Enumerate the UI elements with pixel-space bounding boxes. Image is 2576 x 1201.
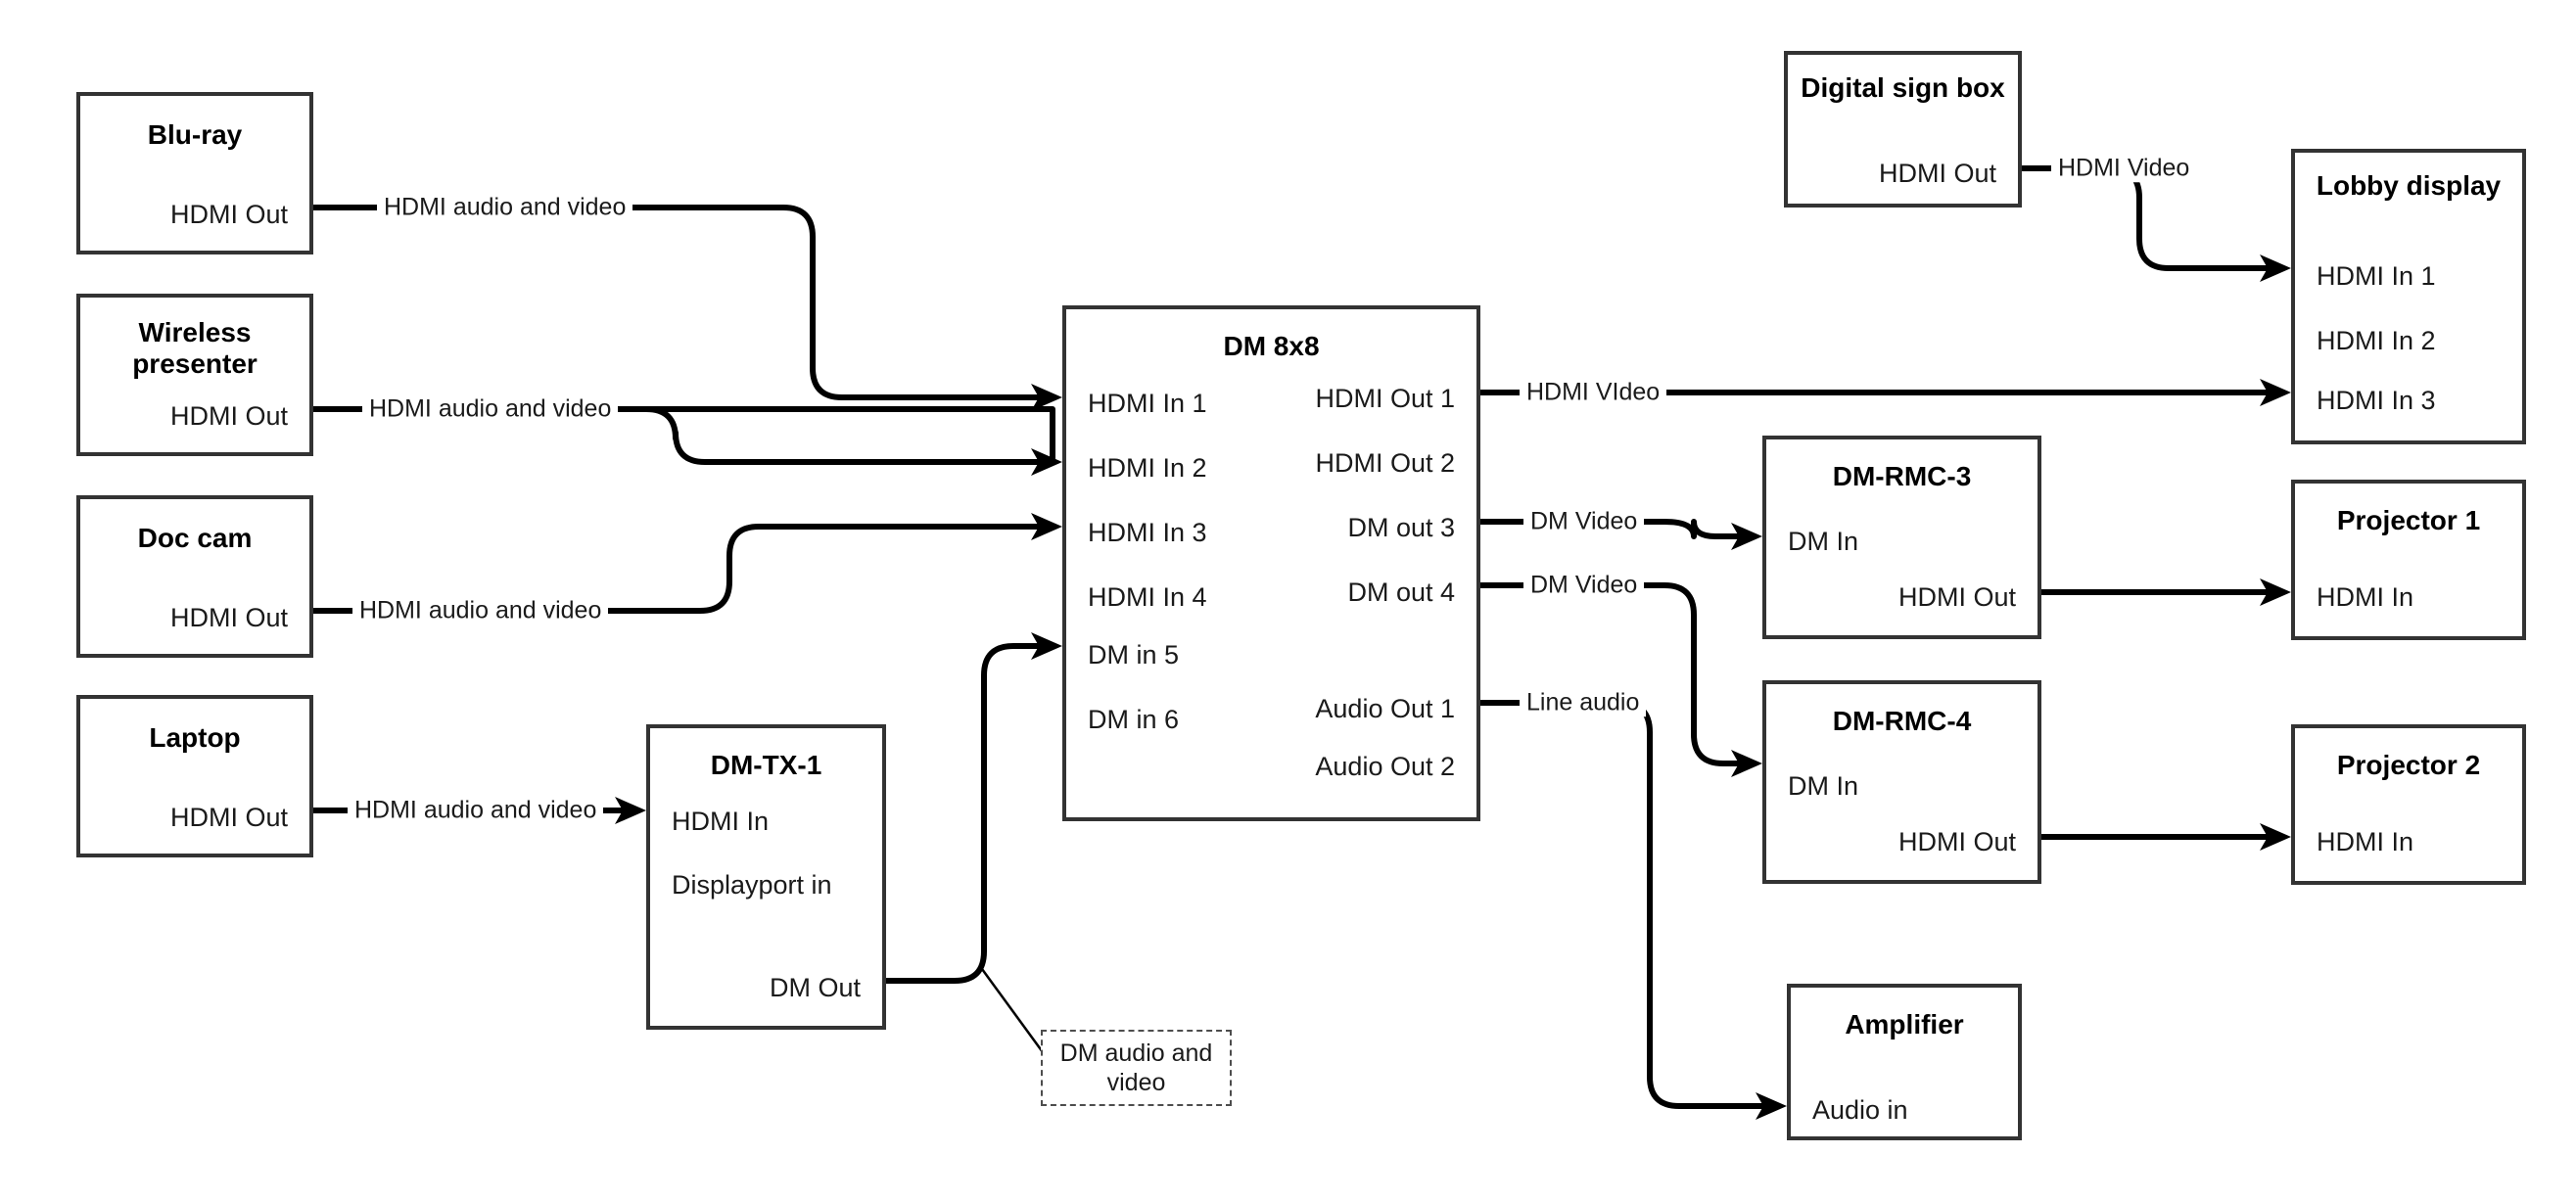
node-bluray[interactable]: Blu-ray HDMI Out [76, 92, 313, 254]
port-laptop-hdmi-out: HDMI Out [169, 803, 288, 832]
node-amplifier[interactable]: Amplifier Audio in [1787, 984, 2022, 1140]
node-dm-rmc-4-title: DM-RMC-4 [1832, 706, 1972, 736]
node-dm-tx-1-title: DM-TX-1 [710, 750, 822, 780]
arrowhead-proj2-hdmi-in [2260, 823, 2291, 851]
wire-audio-out-1-to-amp [1480, 700, 1777, 1109]
node-projector-2[interactable]: Projector 2 HDMI In [2291, 724, 2526, 885]
arrowhead-hdmi-in-3 [1031, 513, 1062, 540]
node-amplifier-title: Amplifier [1845, 1009, 1964, 1039]
port-doccam-hdmi-out: HDMI Out [169, 603, 288, 632]
port-dmtx1-hdmi-in: HDMI In [672, 807, 770, 836]
node-doc-cam[interactable]: Doc cam HDMI Out [76, 495, 313, 658]
node-laptop-title: Laptop [149, 722, 241, 753]
node-dm-8x8-title: DM 8x8 [1223, 331, 1320, 361]
arrowhead-hdmi-in-2 [1031, 448, 1062, 476]
port-lobby-hdmi-in-1: HDMI In 1 [2317, 261, 2436, 291]
arrowhead-dmtx1-hdmi-in [615, 797, 646, 824]
port-dmtx1-dm-out: DM Out [769, 973, 861, 1002]
port-wireless-hdmi-out: HDMI Out [169, 401, 288, 431]
wire-signbox-to-lobby-in-1 [2022, 165, 2281, 271]
edge-label-hdmi-out-1: HDMI VIdeo [1520, 379, 1667, 406]
port-dm8x8-hdmi-in-2: HDMI In 2 [1088, 453, 1207, 483]
port-dm8x8-audio-out-2: Audio Out 2 [1315, 752, 1455, 781]
port-proj2-hdmi-in: HDMI In [2317, 827, 2414, 856]
port-signbox-hdmi-out: HDMI Out [1878, 159, 1996, 188]
wire-dmtx1-to-dm-in-5 [886, 643, 1053, 984]
port-dm8x8-hdmi-out-1: HDMI Out 1 [1315, 384, 1455, 413]
node-digital-sign-box[interactable]: Digital sign box HDMI Out [1784, 51, 2022, 208]
node-lobby-display[interactable]: Lobby display HDMI In 1 HDMI In 2 HDMI I… [2291, 149, 2526, 444]
edge-label-doccam: HDMI audio and video [352, 597, 609, 624]
node-projector-2-title: Projector 2 [2336, 750, 2481, 780]
port-proj1-hdmi-in: HDMI In [2317, 582, 2414, 612]
port-rmc3-hdmi-out: HDMI Out [1897, 582, 2016, 612]
arrowhead-lobby-in-1 [2260, 254, 2291, 282]
port-bluray-hdmi-out: HDMI Out [169, 200, 288, 229]
node-dm-8x8[interactable]: DM 8x8 HDMI In 1 HDMI In 2 HDMI In 3 HDM… [1062, 305, 1480, 821]
arrowhead-lobby-in-3 [2260, 379, 2291, 406]
port-dm8x8-hdmi-out-2: HDMI Out 2 [1315, 448, 1455, 478]
annotation-dm-audio-and-video: DM audio and video [1041, 1030, 1232, 1106]
edge-label-dm-out-4: DM Video [1523, 572, 1645, 599]
port-dm8x8-dm-out-4: DM out 4 [1347, 577, 1455, 607]
node-digital-sign-box-title: Digital sign box [1801, 72, 2005, 103]
node-lobby-display-title: Lobby display [2316, 170, 2502, 201]
edge-label-wireless: HDMI audio and video [362, 395, 619, 423]
port-dm8x8-dm-out-3: DM out 3 [1347, 513, 1455, 542]
node-wireless-presenter-title: Wireless presenter [132, 317, 258, 380]
arrowhead-rmc3-dm-in [1731, 523, 1762, 550]
node-doc-cam-title: Doc cam [137, 523, 253, 553]
edge-label-dm-out-3: DM Video [1523, 508, 1645, 535]
port-dm8x8-dm-in-5: DM in 5 [1088, 640, 1180, 670]
edge-label-bluray: HDMI audio and video [377, 194, 633, 221]
port-dm8x8-hdmi-in-3: HDMI In 3 [1088, 518, 1207, 547]
node-laptop[interactable]: Laptop HDMI Out [76, 695, 313, 857]
port-amp-audio-in: Audio in [1812, 1095, 1908, 1125]
arrowhead-rmc4-dm-in [1731, 750, 1762, 777]
port-dm8x8-hdmi-in-4: HDMI In 4 [1088, 582, 1207, 612]
node-dm-rmc-3-title: DM-RMC-3 [1832, 461, 1972, 491]
port-rmc4-hdmi-out: HDMI Out [1897, 827, 2016, 856]
arrowhead-amp-audio-in [1756, 1092, 1787, 1120]
wire-dm-out-4-to-rmc4 [1480, 582, 1753, 766]
wire-bluray-to-hdmi-in-1 [313, 205, 1053, 400]
arrowhead-dm-in-5 [1031, 632, 1062, 660]
port-dmtx1-displayport-in: Displayport in [672, 870, 832, 900]
port-lobby-hdmi-in-3: HDMI In 3 [2317, 386, 2436, 415]
edge-label-audio-out-1: Line audio [1520, 689, 1647, 716]
arrowhead-hdmi-in-1 [1031, 384, 1062, 411]
arrowhead-proj1-hdmi-in [2260, 578, 2291, 606]
port-rmc4-dm-in: DM In [1788, 771, 1859, 801]
port-lobby-hdmi-in-2: HDMI In 2 [2317, 326, 2436, 355]
leader-line-dm-note [980, 968, 1045, 1053]
edge-label-signbox: HDMI Video [2051, 155, 2197, 182]
node-wireless-presenter[interactable]: Wireless presenter HDMI Out [76, 294, 313, 456]
node-projector-1-title: Projector 1 [2336, 505, 2481, 535]
node-dm-tx-1[interactable]: DM-TX-1 HDMI In Displayport in DM Out [646, 724, 886, 1030]
port-dm8x8-hdmi-in-1: HDMI In 1 [1088, 389, 1207, 418]
node-dm-rmc-3[interactable]: DM-RMC-3 DM In HDMI Out [1762, 436, 2041, 639]
port-rmc3-dm-in: DM In [1788, 527, 1859, 556]
edge-label-laptop: HDMI audio and video [348, 797, 604, 824]
node-dm-rmc-4[interactable]: DM-RMC-4 DM In HDMI Out [1762, 680, 2041, 884]
node-projector-1[interactable]: Projector 1 HDMI In [2291, 480, 2526, 640]
node-bluray-title: Blu-ray [147, 119, 243, 150]
port-dm8x8-audio-out-1: Audio Out 1 [1315, 694, 1455, 723]
port-dm8x8-dm-in-6: DM in 6 [1088, 705, 1180, 734]
